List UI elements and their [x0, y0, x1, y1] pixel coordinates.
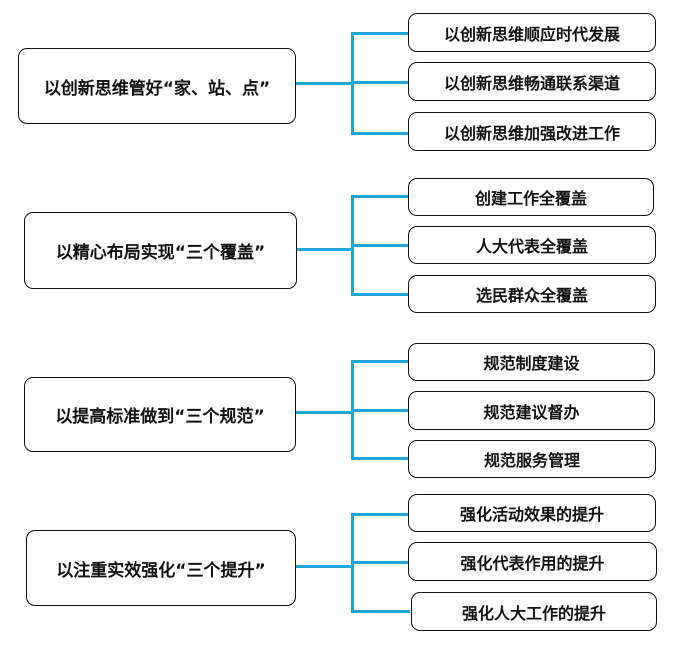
connector-branch [351, 561, 410, 564]
item-label: 规范服务管理 [483, 451, 580, 470]
item-box: 强化人大工作的提升 [411, 592, 657, 631]
item-box: 创建工作全覆盖 [408, 178, 654, 216]
item-box: 以创新思维顺应时代发展 [408, 13, 656, 52]
item-label: 规范制度建设 [483, 354, 580, 373]
connector-branch [351, 360, 410, 363]
category-box: 以创新思维管好“家、站、点” [18, 48, 296, 124]
connector-branch [351, 81, 410, 84]
connector-branch [351, 293, 410, 296]
item-label: 创建工作全覆盖 [474, 189, 587, 208]
item-label: 强化活动效果的提升 [459, 505, 604, 524]
connector-branch [351, 32, 410, 35]
item-label: 以创新思维加强改进工作 [443, 123, 620, 143]
connector-stem [295, 248, 353, 251]
category-box: 以提高标准做到“三个规范” [24, 377, 296, 452]
connector-branch [351, 195, 410, 198]
item-box: 以创新思维畅通联系渠道 [408, 62, 656, 101]
item-label: 规范建议督办 [483, 402, 580, 422]
item-label: 选民群众全覆盖 [475, 286, 588, 305]
category-title: 以注重实效强化“三个提升” [56, 560, 266, 581]
connector-branch [351, 132, 410, 135]
item-box: 选民群众全覆盖 [408, 275, 656, 313]
item-box: 以创新思维加强改进工作 [408, 112, 656, 151]
category-box: 以精心布局实现“三个覆盖” [24, 212, 297, 289]
item-box: 强化活动效果的提升 [408, 494, 656, 532]
item-label: 强化代表作用的提升 [460, 553, 605, 573]
item-label: 以创新思维畅通联系渠道 [443, 73, 620, 93]
item-label: 强化人大工作的提升 [461, 603, 606, 623]
item-label: 以创新思维顺应时代发展 [443, 24, 620, 44]
connector-branch [351, 409, 410, 412]
connector-branch [351, 244, 410, 247]
category-title: 以精心布局实现“三个覆盖” [55, 243, 266, 263]
item-box: 强化代表作用的提升 [408, 542, 657, 581]
item-box: 规范服务管理 [408, 440, 656, 478]
category-title: 以创新思维管好“家、站、点” [43, 78, 271, 99]
connector-branch [351, 457, 410, 460]
connector-branch [351, 610, 410, 613]
connector-stem [295, 411, 353, 414]
item-box: 人大代表全覆盖 [408, 226, 656, 264]
item-label: 人大代表全覆盖 [475, 237, 588, 256]
item-box: 规范制度建设 [408, 343, 655, 381]
item-box: 规范建议督办 [408, 391, 655, 430]
category-title: 以提高标准做到“三个规范” [55, 407, 265, 427]
category-box: 以注重实效强化“三个提升” [26, 530, 296, 606]
connector-stem [295, 565, 353, 568]
connector-stem [295, 82, 353, 85]
connector-branch [351, 513, 410, 516]
